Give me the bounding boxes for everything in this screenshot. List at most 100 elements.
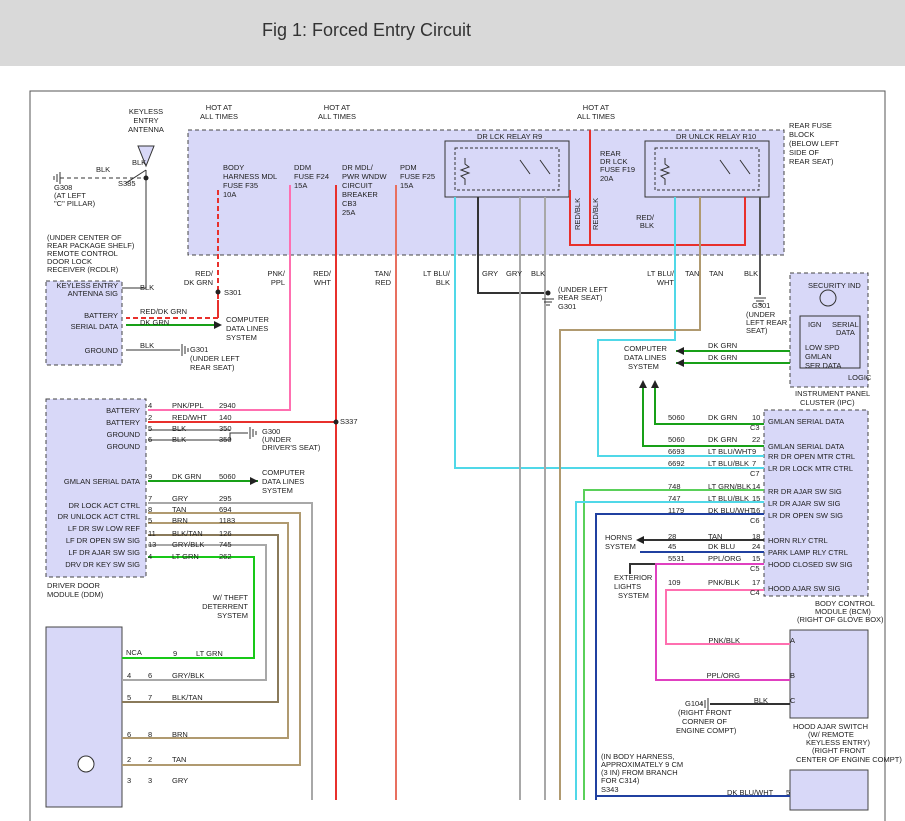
svg-text:B: B — [790, 671, 795, 680]
ddm-row-color: RED/WHT — [172, 413, 207, 422]
svg-text:BLK: BLK — [140, 341, 154, 350]
svg-text:WHT: WHT — [657, 278, 674, 287]
bcm-row-color: LT BLU/BLK — [708, 494, 749, 503]
svg-text:RED/DK GRN: RED/DK GRN — [140, 307, 187, 316]
svg-text:DR UNLOCK ACT CTRL: DR UNLOCK ACT CTRL — [58, 512, 140, 521]
svg-text:A: A — [790, 636, 795, 645]
ddm-row-pin: 6 — [148, 435, 152, 444]
arrow-icon — [214, 321, 684, 544]
bcm-row-pin: 16 — [752, 506, 760, 515]
svg-text:BLK: BLK — [132, 158, 146, 167]
hot-label: HOT AT — [206, 103, 233, 112]
bcm-row-circuit: 6693 — [668, 447, 685, 456]
svg-text:(W/ REMOTE: (W/ REMOTE — [808, 730, 854, 739]
ground-icon — [53, 172, 766, 710]
fuse-f35-label: BODY — [223, 163, 244, 172]
svg-text:LF DR OPEN SW SIG: LF DR OPEN SW SIG — [66, 536, 140, 545]
svg-text:RED: RED — [375, 278, 391, 287]
bcm-connector-label: C7 — [750, 469, 760, 478]
ddm-row-color: BRN — [172, 516, 188, 525]
svg-text:BRN: BRN — [172, 730, 188, 739]
bcm-row-color: LT BLU/WHT — [708, 447, 752, 456]
svg-text:LOW SPD: LOW SPD — [805, 343, 840, 352]
svg-text:G301: G301 — [558, 302, 576, 311]
svg-text:BLK: BLK — [140, 283, 154, 292]
svg-text:GROUND: GROUND — [107, 430, 141, 439]
bcm-row-pin: 15 — [752, 494, 760, 503]
bcm-connector-label: C4 — [750, 588, 760, 597]
svg-text:REAR SEAT): REAR SEAT) — [789, 157, 834, 166]
svg-text:(AT LEFT: (AT LEFT — [54, 191, 86, 200]
svg-text:GRY: GRY — [172, 776, 188, 785]
svg-text:(UNDER: (UNDER — [262, 435, 292, 444]
svg-text:ANTENNA SIG: ANTENNA SIG — [68, 289, 119, 298]
bcm-row-pin: 17 — [752, 578, 760, 587]
ddm-row-circuit: 126 — [219, 529, 232, 538]
svg-text:FUSE F25: FUSE F25 — [400, 172, 435, 181]
svg-text:W/ THEFT: W/ THEFT — [213, 593, 249, 602]
svg-text:S337: S337 — [340, 417, 358, 426]
svg-text:KEYLESS ENTRY): KEYLESS ENTRY) — [806, 738, 871, 747]
svg-text:(UNDER LEFT: (UNDER LEFT — [190, 354, 240, 363]
fuse-f19-label: REAR — [600, 149, 621, 158]
bcm-row-pin: 22 — [752, 435, 760, 444]
svg-text:CLUSTER (IPC): CLUSTER (IPC) — [800, 398, 855, 407]
svg-text:RECEIVER (RCDLR): RECEIVER (RCDLR) — [47, 265, 119, 274]
bcm-row-color: LT BLU/BLK — [708, 459, 749, 468]
svg-text:SYSTEM: SYSTEM — [262, 486, 293, 495]
svg-text:FOR C314): FOR C314) — [601, 776, 640, 785]
svg-text:IGN: IGN — [808, 320, 821, 329]
svg-text:PNK/BLK: PNK/BLK — [708, 636, 740, 645]
svg-text:BLK: BLK — [754, 696, 768, 705]
bcm-row-circuit: 5060 — [668, 413, 685, 422]
svg-text:DRV DR KEY SW SIG: DRV DR KEY SW SIG — [65, 560, 140, 569]
ddm-row-pin: 9 — [148, 472, 152, 481]
antenna-icon — [137, 145, 155, 168]
svg-text:15A: 15A — [400, 181, 413, 190]
svg-text:2: 2 — [148, 755, 152, 764]
ddm-row-color: BLK — [172, 424, 186, 433]
svg-text:(IN BODY HARNESS,: (IN BODY HARNESS, — [601, 752, 675, 761]
svg-text:COMPUTER: COMPUTER — [624, 344, 668, 353]
svg-text:COMPUTER: COMPUTER — [262, 468, 306, 477]
svg-text:LF DR AJAR SW SIG: LF DR AJAR SW SIG — [68, 548, 140, 557]
svg-text:S385: S385 — [118, 179, 136, 188]
svg-text:(UNDER LEFT: (UNDER LEFT — [558, 285, 608, 294]
svg-text:PWR WNDW: PWR WNDW — [342, 172, 387, 181]
bcm-row-circuit: 28 — [668, 532, 676, 541]
svg-text:TAN: TAN — [685, 269, 699, 278]
svg-text:(RIGHT FRONT: (RIGHT FRONT — [678, 708, 732, 717]
ddm-row-pin: 7 — [148, 494, 152, 503]
svg-text:SYSTEM: SYSTEM — [226, 333, 257, 342]
svg-text:DRIVER DOOR: DRIVER DOOR — [47, 581, 101, 590]
figure-header: Fig 1: Forced Entry Circuit — [0, 0, 905, 66]
svg-text:LR DR OPEN SW SIG: LR DR OPEN SW SIG — [768, 511, 843, 520]
rcdlr-module — [45, 280, 123, 366]
bcm-row-circuit: 748 — [668, 482, 681, 491]
ddm-row-circuit: 262 — [219, 552, 232, 561]
svg-text:(RIGHT FRONT: (RIGHT FRONT — [812, 746, 866, 755]
bcm-row-color: PNK/BLK — [708, 578, 740, 587]
ddm-row-circuit: 350 — [219, 435, 232, 444]
bcm-row-color: PPL/ORG — [708, 554, 742, 563]
svg-text:WHT: WHT — [314, 278, 331, 287]
svg-text:REMOTE CONTROL: REMOTE CONTROL — [47, 249, 118, 258]
bcm-row-color: LT GRN/BLK — [708, 482, 751, 491]
motor-icon — [77, 755, 95, 773]
svg-text:SER DATA: SER DATA — [805, 361, 841, 370]
ddm-row-circuit: 5060 — [219, 472, 236, 481]
svg-text:RED/BLK: RED/BLK — [573, 198, 582, 230]
svg-text:(RIGHT OF GLOVE BOX): (RIGHT OF GLOVE BOX) — [797, 615, 884, 624]
svg-text:CIRCUIT: CIRCUIT — [342, 181, 373, 190]
svg-text:(BELOW LEFT: (BELOW LEFT — [789, 139, 839, 148]
svg-text:GROUND: GROUND — [107, 442, 141, 451]
svg-text:DR LCK: DR LCK — [600, 157, 628, 166]
svg-text:DK GRN: DK GRN — [708, 341, 737, 350]
svg-text:GROUND: GROUND — [85, 346, 119, 355]
svg-text:3: 3 — [127, 776, 131, 785]
svg-text:LEFT REAR: LEFT REAR — [746, 318, 788, 327]
svg-text:DATA LINES: DATA LINES — [262, 477, 304, 486]
svg-text:LIGHTS: LIGHTS — [614, 582, 641, 591]
svg-text:LR DR LOCK MTR CTRL: LR DR LOCK MTR CTRL — [768, 464, 853, 473]
ddm-row-color: GRY — [172, 494, 188, 503]
